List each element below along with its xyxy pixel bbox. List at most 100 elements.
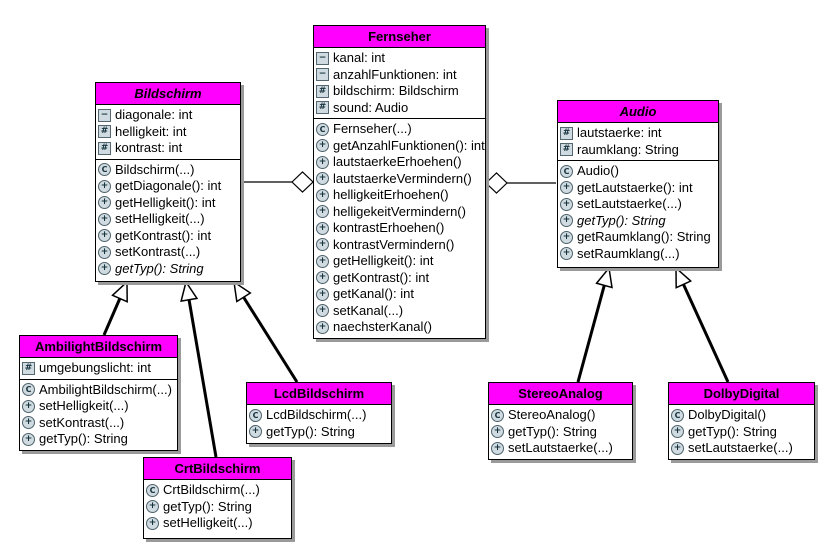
member-row[interactable]: +getKanal(): int [316, 286, 482, 303]
member-row[interactable]: +getTyp(): String [146, 499, 288, 516]
member-row[interactable]: +naechsterKanal() [316, 319, 482, 336]
member-row[interactable]: + lautstaerkeVermindern() [316, 171, 482, 188]
member-row[interactable]: +setKontrast(...) [22, 415, 174, 432]
constructor-icon: C [98, 163, 111, 177]
protected-attribute-icon: # [22, 361, 35, 375]
class-box-audio[interactable]: Audio#lautstaerke: int#raumklang: String… [557, 100, 719, 268]
member-row[interactable]: #bildschirm: Bildschirm [316, 83, 482, 100]
member-row[interactable]: +setHelligkeit(...) [146, 515, 288, 532]
member-label: diagonale: int [115, 107, 193, 123]
member-row[interactable]: +getDiagonale(): int [98, 178, 237, 195]
member-row[interactable]: +getLautstaerke(): int [560, 180, 715, 197]
class-title-dolby-digital: DolbyDigital [669, 383, 814, 404]
member-label: Audio() [577, 163, 619, 179]
member-label: getTyp(): String [266, 423, 355, 439]
member-row[interactable]: +helligekeitVermindern() [316, 204, 482, 221]
member-row[interactable]: #helligkeit: int [98, 124, 237, 141]
member-row[interactable]: # umgebungslicht: int [22, 360, 174, 377]
member-label: AmbilightBildschirm(...) [39, 381, 172, 397]
inheritance-edge-DolbyDigital-to-Audio[interactable] [674, 268, 730, 383]
member-label: Bildschirm(...) [115, 161, 195, 177]
member-row[interactable]: +getTyp(): String [560, 213, 715, 230]
public-method-icon: + [560, 230, 573, 244]
member-row[interactable]: +getTyp(): String [491, 424, 629, 441]
member-label: getTyp(): String [115, 260, 204, 276]
member-row[interactable]: +getHelligkeit(): int [316, 253, 482, 270]
member-row[interactable]: +setHelligkeit(...) [22, 398, 174, 415]
protected-attribute-icon: # [98, 125, 111, 139]
member-row[interactable]: +helligkeitErhoehen() [316, 187, 482, 204]
constructor-icon: C [22, 383, 35, 397]
member-label: getTyp(): String [577, 212, 666, 228]
member-row[interactable]: −anzahlFunktionen: int [316, 67, 482, 84]
member-row[interactable]: +setHelligkeit(...) [98, 211, 237, 228]
member-label: StereoAnalog() [508, 407, 596, 423]
private-attribute-icon: − [316, 68, 329, 82]
member-label: helligkeitErhoehen() [333, 187, 449, 203]
class-title-ambilight-bildschirm: AmbilightBildschirm [20, 336, 177, 357]
member-row[interactable]: +getHelligkeit(): int [98, 195, 237, 212]
public-method-icon: + [560, 181, 573, 195]
member-row[interactable]: +setLautstaerke(...) [491, 440, 629, 457]
class-box-fernseher[interactable]: Fernseher−kanal: int−anzahlFunktionen: i… [313, 25, 486, 339]
member-row[interactable]: −diagonale: int [98, 107, 237, 124]
inheritance-edge-StereoAnalog-to-Audio[interactable] [576, 268, 609, 383]
member-row[interactable]: +getTyp(): String [98, 261, 237, 278]
member-row[interactable]: #raumklang: String [560, 142, 715, 159]
member-row[interactable]: +getTyp(): String [22, 431, 174, 448]
inheritance-edge-CrtBildschirm-to-Bildschirm[interactable] [186, 282, 218, 458]
member-row[interactable]: +setLautstaerke(...) [671, 440, 811, 457]
member-row[interactable]: +setRaumklang(...) [560, 246, 715, 263]
member-row[interactable]: #lautstaerke: int [560, 125, 715, 142]
member-row[interactable]: #kontrast: int [98, 140, 237, 157]
member-row[interactable]: +setKanal(...) [316, 303, 482, 320]
inheritance-edge-AmbilightBildschirm-to-Bildschirm[interactable] [102, 282, 129, 336]
inheritance-edge-LcdBildschirm-to-Bildschirm[interactable] [232, 282, 299, 383]
private-attribute-icon: − [316, 51, 329, 65]
member-row[interactable]: +getKontrast(): int [316, 270, 482, 287]
public-method-icon: + [316, 155, 329, 169]
member-row[interactable]: +setKontrast(...) [98, 244, 237, 261]
member-row[interactable]: + lautstaerkeErhoehen() [316, 154, 482, 171]
member-row[interactable]: + getRaumklang(): String [560, 229, 715, 246]
attributes-compartment: #lautstaerke: int#raumklang: String [558, 122, 718, 160]
public-method-icon: + [316, 320, 329, 334]
member-row[interactable]: −kanal: int [316, 50, 482, 67]
member-row[interactable]: +getKontrast(): int [98, 228, 237, 245]
member-row[interactable]: +getTyp(): String [249, 424, 388, 441]
public-method-icon: + [22, 432, 35, 446]
member-row[interactable]: #sound: Audio [316, 100, 482, 117]
member-row[interactable]: +setLautstaerke(...) [560, 196, 715, 213]
member-label: umgebungslicht: int [39, 360, 152, 376]
member-label: getRaumklang(): String [577, 229, 711, 245]
member-row[interactable]: +getAnzahlFunktionen(): int [316, 138, 485, 155]
member-label: lautstaerkeErhoehen() [333, 154, 462, 170]
member-row[interactable]: +getTyp(): String [671, 424, 811, 441]
member-label: getHelligkeit(): int [115, 194, 216, 210]
member-row[interactable]: C Bildschirm(...) [98, 162, 237, 179]
public-method-icon: + [316, 172, 329, 186]
member-row[interactable]: +kontrastVermindern() [316, 237, 482, 254]
member-row[interactable]: C AmbilightBildschirm(...) [22, 382, 174, 399]
class-box-bildschirm[interactable]: Bildschirm−diagonale: int#helligkeit: in… [95, 82, 241, 282]
member-label: setKanal(...) [333, 302, 404, 318]
member-label: lautstaerkeVermindern() [333, 170, 472, 186]
member-row[interactable]: +kontrastErhoehen() [316, 220, 482, 237]
